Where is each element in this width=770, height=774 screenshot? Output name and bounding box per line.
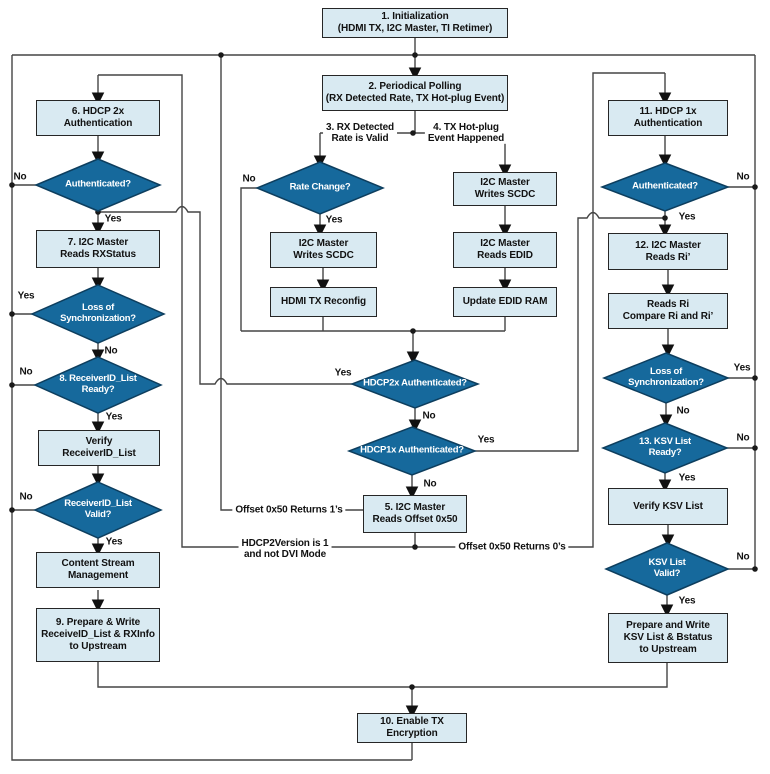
diamond-hdcp1x-authenticated xyxy=(346,426,478,476)
node-writes-scdc-left: I2C Master Writes SCDC xyxy=(270,232,377,268)
diamond-authenticated-left xyxy=(34,158,162,212)
edge-label-no-auth-left: No xyxy=(13,171,27,183)
edge-label-hdcp2version: HDCP2Version is 1 and not DVI Mode xyxy=(238,537,332,561)
diamond-label-hdcp1x-authenticated: HDCP1x Authenticated? xyxy=(360,444,464,456)
node-enable-tx-encryption-label: 10. Enable TX Encryption xyxy=(380,716,444,739)
diamond-label-loss-sync-right: Loss of Synchronization? xyxy=(628,366,704,388)
node-prepare-write-ksv-label: Prepare and Write KSV List & Bstatus to … xyxy=(623,620,713,655)
node-hdmi-tx-reconfig-label: HDMI TX Reconfig xyxy=(280,296,367,308)
edge-label-rx-detected: 3. RX Detected Rate is Valid xyxy=(323,121,397,145)
edge-label-yes-hdcp1x: Yes xyxy=(477,434,495,446)
junction-dots xyxy=(9,52,758,690)
edge-label-no-loss-left: No xyxy=(104,345,118,357)
diamond-label-hdcp2x-authenticated: HDCP2x Authenticated? xyxy=(363,377,467,389)
diamond-label-loss-sync-left: Loss of Synchronization? xyxy=(60,302,136,324)
node-enable-tx-encryption: 10. Enable TX Encryption xyxy=(357,713,467,743)
node-reads-rxstatus-label: 7. I2C Master Reads RXStatus xyxy=(60,237,136,260)
node-reads-offset-0x50-label: 5. I2C Master Reads Offset 0x50 xyxy=(372,502,458,525)
node-prepare-write-ksv: Prepare and Write KSV List & Bstatus to … xyxy=(608,613,728,663)
edge-label-no-ksv-valid: No xyxy=(736,551,750,563)
diamond-loss-sync-left xyxy=(30,284,166,344)
diamond-rate-change xyxy=(255,161,385,215)
node-hdcp1x-authentication-label: 11. HDCP 1x Authentication xyxy=(633,106,703,129)
node-writes-scdc-left-label: I2C Master Writes SCDC xyxy=(293,238,354,261)
diamond-receiverid-valid xyxy=(33,481,163,539)
diamond-label-authenticated-left: Authenticated? xyxy=(65,178,131,190)
node-prepare-write-receiverid: 9. Prepare & Write ReceiveID_List & RXIn… xyxy=(36,608,160,662)
diamond-label-ksv-valid: KSV List Valid? xyxy=(648,557,686,579)
diamond-label-authenticated-right: Authenticated? xyxy=(632,180,698,192)
node-reads-edid: I2C Master Reads EDID xyxy=(453,232,557,268)
node-update-edid-ram-label: Update EDID RAM xyxy=(462,296,548,308)
edge-label-yes-rid-valid: Yes xyxy=(105,536,123,548)
edge-label-yes-ksv-valid: Yes xyxy=(678,595,696,607)
node-update-edid-ram: Update EDID RAM xyxy=(453,287,557,317)
edge-label-yes-ksv-ready: Yes xyxy=(678,472,696,484)
edge-label-no-ksv-ready: No xyxy=(736,432,750,444)
diamond-label-receiverid-ready: 8. ReceiverID_List Ready? xyxy=(59,373,137,395)
edge-label-no-rate-change: No xyxy=(242,173,256,185)
edge-label-no-hdcp2x: No xyxy=(422,410,436,422)
diamond-label-receiverid-valid: ReceiverID_List Valid? xyxy=(64,498,132,520)
node-periodical-polling: 2. Periodical Polling (RX Detected Rate,… xyxy=(322,75,508,111)
edge-label-no-rid-valid: No xyxy=(19,491,33,503)
node-reads-ri-label: 12. I2C Master Reads Ri’ xyxy=(635,239,701,263)
edge-label-no-loss-right: No xyxy=(676,405,690,417)
diamond-ksv-valid xyxy=(604,542,730,596)
edge-label-no-auth-right: No xyxy=(736,171,750,183)
edge-label-yes-loss-left: Yes xyxy=(17,290,35,302)
diamond-loss-sync-right xyxy=(601,352,731,404)
edge-label-yes-auth-right: Yes xyxy=(678,211,696,223)
diamond-authenticated-right xyxy=(599,162,731,212)
node-verify-ksv-list: Verify KSV List xyxy=(608,488,728,525)
node-compare-ri: Reads Ri Compare Ri and Ri’ xyxy=(608,293,728,329)
node-hdcp2x-authentication: 6. HDCP 2x Authentication xyxy=(36,100,160,136)
node-prepare-write-receiverid-label: 9. Prepare & Write ReceiveID_List & RXIn… xyxy=(41,617,155,652)
node-reads-edid-label: I2C Master Reads EDID xyxy=(477,238,533,261)
node-compare-ri-label: Reads Ri Compare Ri and Ri’ xyxy=(622,299,714,322)
node-initialization: 1. Initialization (HDMI TX, I2C Master, … xyxy=(322,8,508,38)
diamond-label-ksv-ready: 13. KSV List Ready? xyxy=(639,436,691,458)
edge-label-yes-rid-ready: Yes xyxy=(105,411,123,423)
edge-label-yes-hdcp2x: Yes xyxy=(334,367,352,379)
node-hdmi-tx-reconfig: HDMI TX Reconfig xyxy=(270,287,377,317)
diamond-hdcp2x-authenticated xyxy=(349,359,481,409)
edge-label-yes-loss-right: Yes xyxy=(733,362,751,374)
node-writes-scdc-right: I2C Master Writes SCDC xyxy=(453,172,557,206)
node-verify-receiverid-list: Verify ReceiverID_List xyxy=(38,430,160,466)
node-verify-ksv-list-label: Verify KSV List xyxy=(633,500,703,512)
diamond-ksv-ready xyxy=(600,422,730,474)
edge-label-offset-returns-1s: Offset 0x50 Returns 1’s xyxy=(232,504,346,516)
edge-label-tx-hotplug: 4. TX Hot-plug Event Happened xyxy=(424,121,508,145)
node-reads-rxstatus: 7. I2C Master Reads RXStatus xyxy=(36,230,160,268)
node-writes-scdc-right-label: I2C Master Writes SCDC xyxy=(474,177,536,200)
node-verify-receiverid-list-label: Verify ReceiverID_List xyxy=(62,436,136,459)
node-reads-offset-0x50: 5. I2C Master Reads Offset 0x50 xyxy=(363,495,467,533)
edge-label-yes-rate-change: Yes xyxy=(325,214,343,226)
node-hdcp1x-authentication: 11. HDCP 1x Authentication xyxy=(608,100,728,136)
node-periodical-polling-label: 2. Periodical Polling (RX Detected Rate,… xyxy=(325,81,505,104)
edge-label-no-rid-ready: No xyxy=(19,366,33,378)
node-content-stream-management-label: Content Stream Management xyxy=(61,558,135,581)
node-content-stream-management: Content Stream Management xyxy=(36,552,160,588)
diamond-label-rate-change: Rate Change? xyxy=(289,181,351,193)
diamond-receiverid-ready xyxy=(33,356,163,414)
edge-label-offset-returns-0s: Offset 0x50 Returns 0’s xyxy=(455,541,569,553)
node-reads-ri: 12. I2C Master Reads Ri’ xyxy=(608,233,728,270)
edge-label-yes-auth-left: Yes xyxy=(104,213,122,225)
edge-label-no-hdcp1x: No xyxy=(423,478,437,490)
node-initialization-label: 1. Initialization (HDMI TX, I2C Master, … xyxy=(337,11,493,34)
decision-diamonds xyxy=(30,158,731,596)
node-hdcp2x-authentication-label: 6. HDCP 2x Authentication xyxy=(63,106,133,129)
